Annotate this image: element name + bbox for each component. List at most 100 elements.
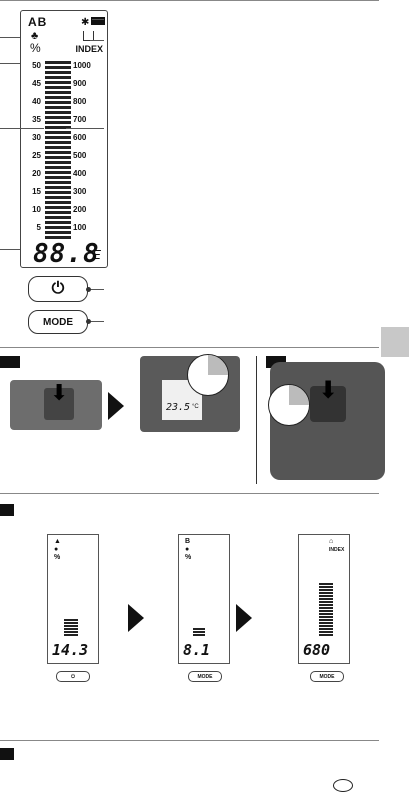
bar-segment [319, 589, 333, 591]
scale-tick: 200 [73, 205, 87, 214]
bar-segment [45, 186, 71, 189]
bar-segment [45, 111, 71, 114]
bar-segment [64, 625, 78, 627]
bar-segment [319, 607, 333, 609]
bar-segment [45, 66, 71, 69]
bar-segment [319, 628, 333, 630]
clock-icon [187, 354, 229, 396]
bar-segment [319, 610, 333, 612]
step-marker [0, 748, 14, 760]
divider [0, 347, 379, 348]
scale-tick: 5 [36, 223, 41, 232]
wood-tree-icon: ♣ [31, 30, 39, 42]
bar-segment [45, 136, 71, 139]
next-arrow-icon [108, 392, 124, 420]
bar-segment [319, 583, 333, 585]
divider [0, 0, 379, 1]
bar-segment [45, 76, 71, 79]
bar-segment [45, 216, 71, 219]
callout-line [0, 128, 44, 129]
callout-line [66, 128, 104, 129]
power-button[interactable]: ⏻ [28, 276, 88, 302]
scale-tick: 600 [73, 133, 87, 142]
bar-segment [45, 91, 71, 94]
bar-segment [45, 161, 71, 164]
step-marker [0, 504, 14, 516]
bar-segment [45, 151, 71, 154]
bar-segment [64, 628, 78, 630]
digit-readout: 88.8 [33, 239, 100, 269]
scale-tick: 100 [73, 223, 87, 232]
callout-dot [86, 319, 91, 324]
digit-readout: 14.3 [52, 641, 89, 659]
lcd-unit: °C [192, 404, 199, 410]
scale-tick: 15 [32, 187, 41, 196]
lcd-screen-index: ⌂ INDEX 680 [298, 534, 350, 664]
step-marker [0, 356, 20, 368]
bar-segment [319, 619, 333, 621]
lcd-display-diagram: AB ✱ ♣ % INDEX 50 45 40 35 30 25 20 15 1… [20, 10, 108, 269]
scale-tick: 30 [32, 133, 41, 142]
bar-segment [64, 622, 78, 624]
mode-label: ▲ ● % [54, 538, 61, 561]
scale-tick: 45 [32, 79, 41, 88]
digit-readout: 8.1 [183, 641, 211, 659]
bar-segment [45, 211, 71, 214]
bar-segment [45, 106, 71, 109]
bar-segment [319, 634, 333, 636]
bar-segment [319, 595, 333, 597]
mode-button[interactable]: MODE [310, 671, 344, 682]
scale-tick: 40 [32, 97, 41, 106]
bar-segment [45, 131, 71, 134]
house-icon [83, 31, 94, 41]
bar-segment [193, 628, 205, 630]
mode-label: ⌂ INDEX [329, 538, 345, 553]
bar-segment [45, 71, 71, 74]
scale-tick: 400 [73, 169, 87, 178]
clock-icon [268, 384, 310, 426]
material-mode-label: AB [28, 15, 48, 29]
bar-segment [45, 196, 71, 199]
page-oval-marker [333, 779, 353, 792]
language-tab [381, 327, 409, 357]
callout-line [0, 63, 20, 64]
next-arrow-icon [236, 604, 252, 632]
callout-dot [86, 287, 91, 292]
bar-segment [45, 191, 71, 194]
bar-segment [45, 221, 71, 224]
mode-button[interactable]: MODE [28, 310, 88, 334]
power-icon: ⏻ [51, 280, 65, 297]
bar-segment [45, 236, 71, 239]
bar-segment [45, 231, 71, 234]
callout-line [88, 289, 104, 290]
bar-segment [193, 634, 205, 636]
bar-segment [64, 634, 78, 636]
bar-segment [45, 166, 71, 169]
scale-tick: 25 [32, 151, 41, 160]
next-arrow-icon [128, 604, 144, 632]
digit-readout: 680 [303, 641, 331, 659]
device-press-photo: ⬇ [10, 380, 102, 430]
bar-graph [45, 61, 71, 243]
mode-label: MODE [43, 316, 73, 328]
power-button[interactable]: ⏻ [56, 671, 90, 682]
bar-segment [45, 141, 71, 144]
bar-segment [64, 631, 78, 633]
lcd-screen-wood: ▲ ● % 14.3 [47, 534, 99, 664]
lcd-reading: 23.5 [166, 402, 191, 413]
bar-segment [319, 592, 333, 594]
scale-tick: 300 [73, 187, 87, 196]
bar-segment [45, 146, 71, 149]
bar-segment [45, 226, 71, 229]
bar-segment [45, 81, 71, 84]
bar-segment [45, 201, 71, 204]
bar-segment [45, 171, 71, 174]
bar-graph [319, 583, 333, 637]
divider [256, 356, 257, 484]
mode-button[interactable]: MODE [188, 671, 222, 682]
callout-line [0, 249, 20, 250]
bar-segment [193, 631, 205, 633]
bar-segment [64, 619, 78, 621]
callout-line [90, 40, 104, 41]
divider [0, 740, 379, 741]
